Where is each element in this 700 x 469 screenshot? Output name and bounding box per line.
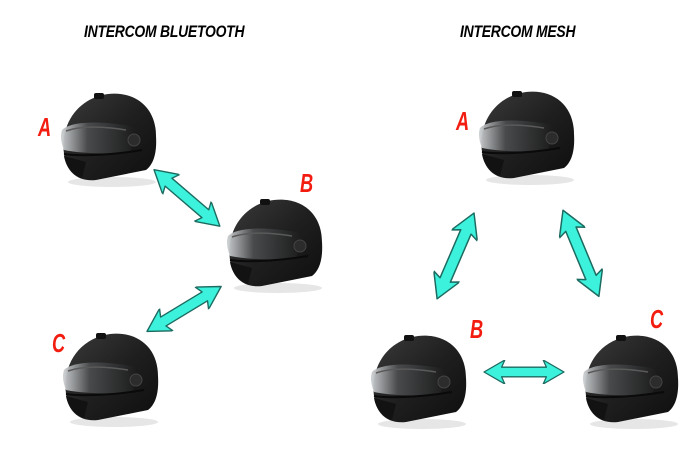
helmet-icon	[366, 326, 474, 434]
mesh-node-b-label: B	[470, 314, 484, 344]
bluetooth-node-b-label: B	[300, 168, 314, 198]
helmet-icon	[474, 82, 582, 190]
bluetooth-node-a-label: A	[38, 112, 52, 142]
helmet-icon	[58, 324, 166, 432]
double-arrow-icon	[549, 203, 613, 303]
helmet-icon	[56, 84, 164, 192]
helmet-icon	[578, 326, 686, 434]
mesh-node-c-label: C	[650, 304, 664, 334]
double-arrow-icon	[423, 206, 488, 306]
mesh-diagram-title: INTERCOM MESH	[460, 22, 576, 41]
bluetooth-node-c-label: C	[52, 328, 66, 358]
helmet-icon	[222, 190, 330, 298]
mesh-node-a-label: A	[456, 106, 470, 136]
double-arrow-icon	[483, 360, 565, 384]
bluetooth-diagram-title: INTERCOM BLUETOOTH	[84, 22, 245, 41]
